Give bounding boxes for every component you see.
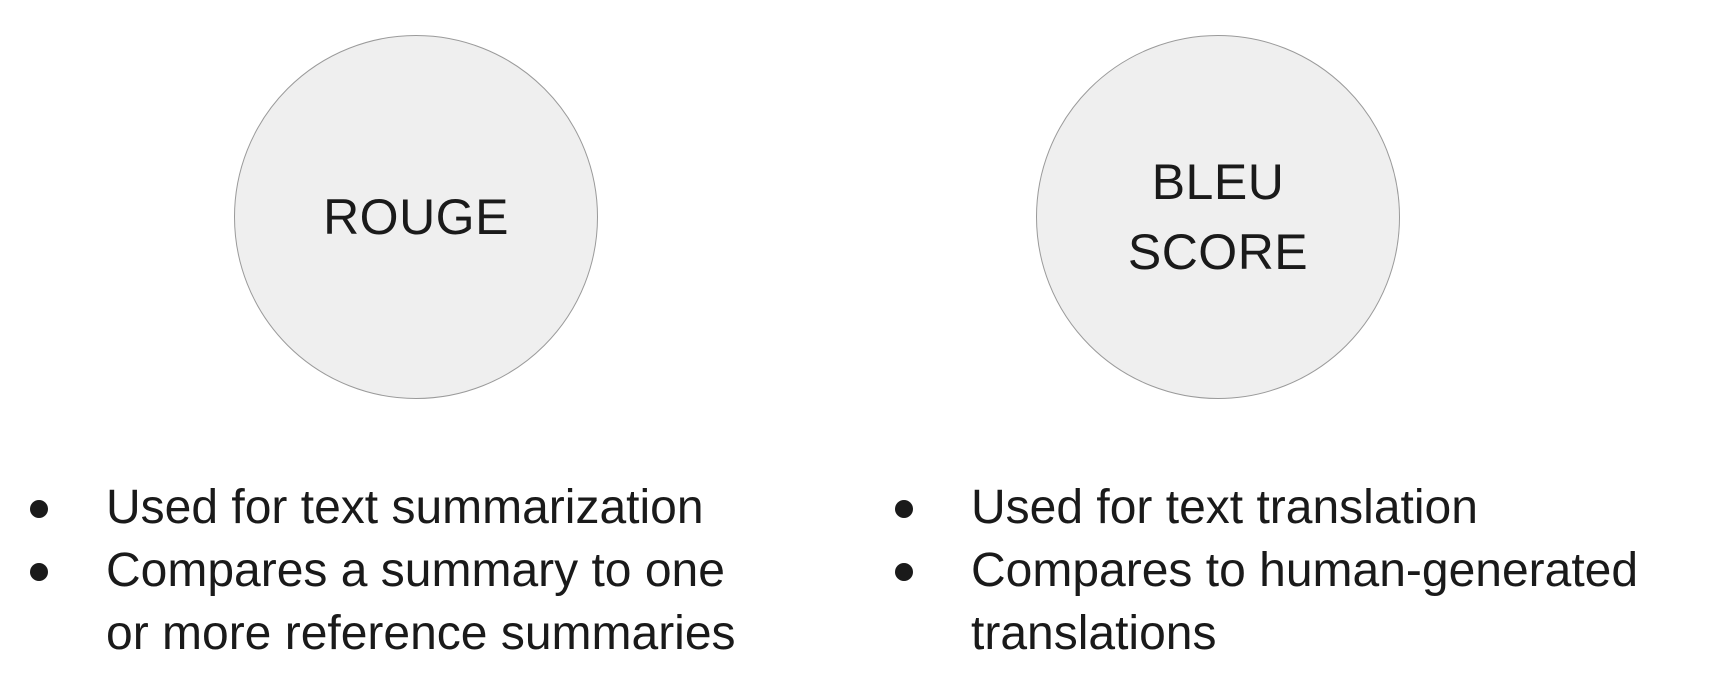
list-item: Compares to human-generated translations	[893, 539, 1717, 665]
bullet-text: Used for text summarization	[106, 481, 704, 534]
bullet-dot-icon	[30, 500, 48, 518]
bleu-bullet-list: Used for text translation Compares to hu…	[893, 476, 1717, 665]
bullet-text: Compares a summary to one or more refere…	[106, 544, 736, 660]
rouge-bullet-list: Used for text summarization Compares a s…	[28, 476, 808, 665]
bullet-dot-icon	[895, 563, 913, 581]
list-item: Used for text translation	[893, 476, 1717, 539]
bleu-circle-label: BLEU SCORE	[1127, 154, 1309, 280]
bleu-circle: BLEU SCORE	[1036, 35, 1400, 399]
bullet-text: Used for text translation	[971, 481, 1478, 534]
rouge-circle-label: ROUGE	[323, 189, 509, 245]
bullet-text: Compares to human-generated translations	[971, 544, 1639, 660]
bullet-dot-icon	[30, 563, 48, 581]
bullet-dot-icon	[895, 500, 913, 518]
list-item: Compares a summary to one or more refere…	[28, 539, 808, 665]
rouge-circle: ROUGE	[234, 35, 598, 399]
list-item: Used for text summarization	[28, 476, 808, 539]
